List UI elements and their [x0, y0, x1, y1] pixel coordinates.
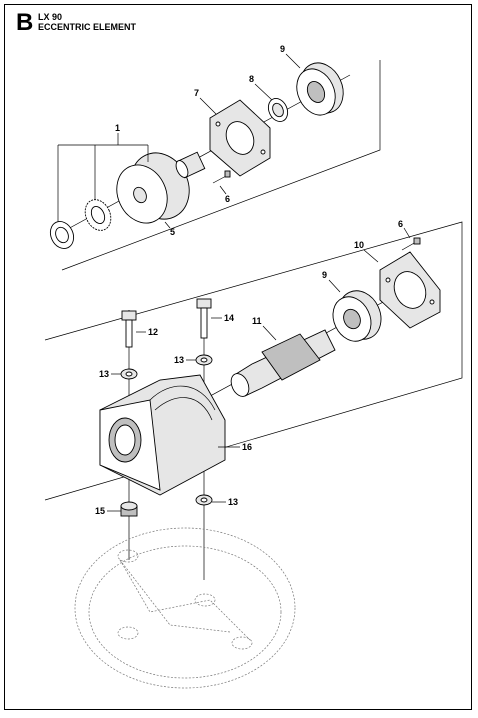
callout-1: 1 [115, 123, 120, 133]
leader-8 [254, 83, 273, 101]
callout-13b: 13 [99, 369, 109, 379]
leader-7 [199, 97, 217, 115]
callout-6b: 6 [398, 219, 403, 229]
washer-13b-part [120, 368, 138, 380]
callout-13a: 13 [174, 355, 184, 365]
bushing-part [120, 501, 138, 517]
leader-9a [285, 53, 301, 69]
sleeve-part [175, 151, 206, 179]
leader-11 [262, 325, 277, 341]
callout-6a: 6 [225, 194, 230, 204]
callout-15: 15 [95, 506, 105, 516]
drawing-frame [4, 4, 472, 710]
callout-11: 11 [252, 316, 262, 326]
diagram-title: ECCENTRIC ELEMENT [38, 22, 137, 32]
washer-13c-part [195, 494, 213, 506]
bearing-housing-part [99, 374, 226, 496]
leader-5 [164, 221, 171, 229]
washer-13a-part [195, 354, 213, 366]
seal-ring-part [267, 98, 289, 122]
callout-5: 5 [170, 227, 175, 237]
screw-lower-part [401, 237, 421, 251]
base-plate-outline [74, 527, 296, 689]
callout-7: 7 [194, 88, 199, 98]
callout-13c: 13 [228, 497, 238, 507]
leader-9b [328, 279, 341, 293]
callout-14: 14 [224, 313, 234, 323]
callout-16: 16 [242, 442, 252, 452]
lock-washer-part [84, 199, 112, 231]
nut-part [49, 221, 75, 249]
bolt-right-part [196, 298, 212, 339]
flange-plate-part [209, 99, 271, 177]
callout-12: 12 [148, 327, 158, 337]
bearing-flange-part [379, 251, 441, 329]
callout-9b: 9 [322, 270, 327, 280]
upper-plane-outline [61, 60, 381, 271]
eccentric-shaft-part [230, 329, 336, 397]
callout-10: 10 [354, 240, 364, 250]
section-letter: B [16, 9, 34, 36]
leader-10 [363, 249, 379, 263]
pulley-part [116, 152, 190, 224]
callout-9a: 9 [280, 44, 285, 54]
bolt-left-part [121, 310, 137, 348]
leader-6a [219, 185, 227, 195]
model-name: LX 90 [38, 12, 63, 22]
screw-upper-part [212, 170, 231, 184]
leader-6b [403, 227, 411, 239]
lower-plane-outline [44, 221, 463, 501]
bearing-upper-part [296, 62, 344, 116]
bearing-lower-part [332, 290, 382, 342]
callout-8: 8 [249, 74, 254, 84]
